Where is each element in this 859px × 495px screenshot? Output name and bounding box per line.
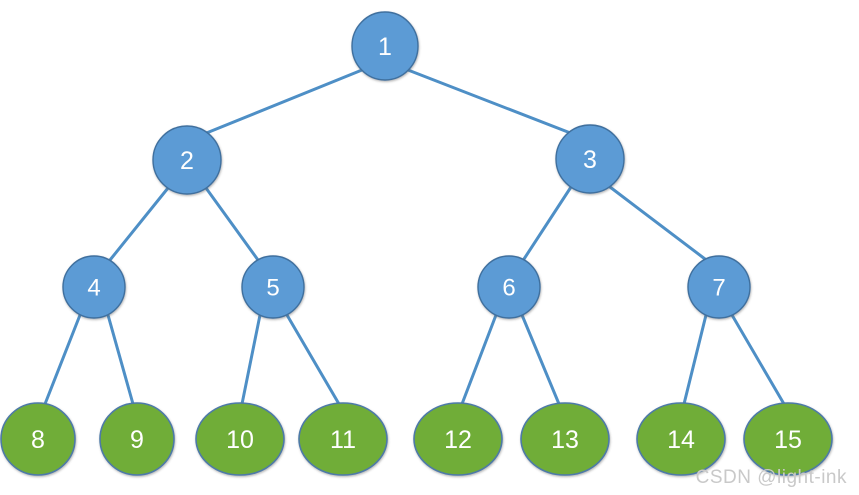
tree-edge-5-10	[240, 313, 262, 406]
tree-node-9[interactable]: 9	[99, 402, 175, 476]
tree-node-shape-6	[477, 255, 541, 319]
tree-node-12[interactable]: 12	[413, 402, 503, 476]
tree-edge-1-3	[406, 68, 575, 136]
tree-node-shape-15	[743, 402, 833, 476]
tree-edge-2-5	[204, 186, 260, 262]
tree-node-label-12: 12	[444, 426, 472, 454]
tree-edge-7-15	[730, 313, 786, 406]
tree-node-4[interactable]: 4	[62, 255, 126, 319]
tree-node-6[interactable]: 6	[477, 255, 541, 319]
tree-node-label-6: 6	[502, 275, 515, 302]
tree-edges	[43, 68, 786, 406]
tree-node-label-8: 8	[31, 426, 45, 454]
tree-node-label-1: 1	[378, 33, 392, 61]
tree-node-label-14: 14	[667, 426, 695, 454]
tree-edge-1-2	[202, 68, 364, 136]
tree-node-10[interactable]: 10	[195, 402, 285, 476]
tree-node-3[interactable]: 3	[555, 124, 625, 194]
tree-node-label-4: 4	[87, 275, 100, 302]
tree-edge-2-4	[108, 186, 170, 262]
tree-node-label-7: 7	[712, 275, 725, 302]
tree-node-8[interactable]: 8	[0, 402, 76, 476]
tree-node-shape-9	[99, 402, 175, 476]
tree-node-5[interactable]: 5	[241, 255, 305, 319]
tree-node-shape-2	[152, 125, 222, 195]
tree-node-shape-7	[687, 255, 751, 319]
tree-node-label-13: 13	[551, 426, 579, 454]
tree-edge-5-11	[285, 313, 341, 406]
tree-node-13[interactable]: 13	[520, 402, 610, 476]
tree-edge-6-13	[520, 313, 561, 406]
tree-node-label-15: 15	[774, 426, 802, 454]
tree-node-label-3: 3	[583, 146, 597, 174]
tree-edge-4-9	[106, 313, 135, 406]
tree-node-label-2: 2	[180, 147, 194, 175]
tree-edge-3-7	[608, 185, 707, 261]
tree-node-shape-4	[62, 255, 126, 319]
tree-node-shape-1	[351, 11, 419, 81]
tree-edge-4-8	[43, 313, 82, 406]
tree-node-label-5: 5	[266, 275, 279, 302]
tree-edge-3-6	[522, 185, 573, 261]
tree-node-7[interactable]: 7	[687, 255, 751, 319]
tree-node-shape-5	[241, 255, 305, 319]
tree-node-1[interactable]: 1	[351, 11, 419, 81]
tree-node-label-9: 9	[130, 426, 144, 454]
tree-node-shape-10	[195, 402, 285, 476]
tree-node-shape-13	[520, 402, 610, 476]
tree-node-shape-14	[636, 402, 726, 476]
tree-node-2[interactable]: 2	[152, 125, 222, 195]
watermark-label: CSDN @light-ink	[695, 467, 847, 488]
tree-node-shape-12	[413, 402, 503, 476]
tree-node-15[interactable]: 15	[743, 402, 833, 476]
tree-edge-7-14	[682, 313, 708, 406]
tree-node-11[interactable]: 11	[298, 402, 388, 476]
tree-node-label-10: 10	[226, 426, 254, 454]
tree-node-shape-8	[0, 402, 76, 476]
tree-edge-6-12	[460, 313, 498, 406]
tree-node-shape-3	[555, 124, 625, 194]
tree-node-14[interactable]: 14	[636, 402, 726, 476]
tree-node-shape-11	[298, 402, 388, 476]
tree-node-label-11: 11	[330, 426, 356, 454]
